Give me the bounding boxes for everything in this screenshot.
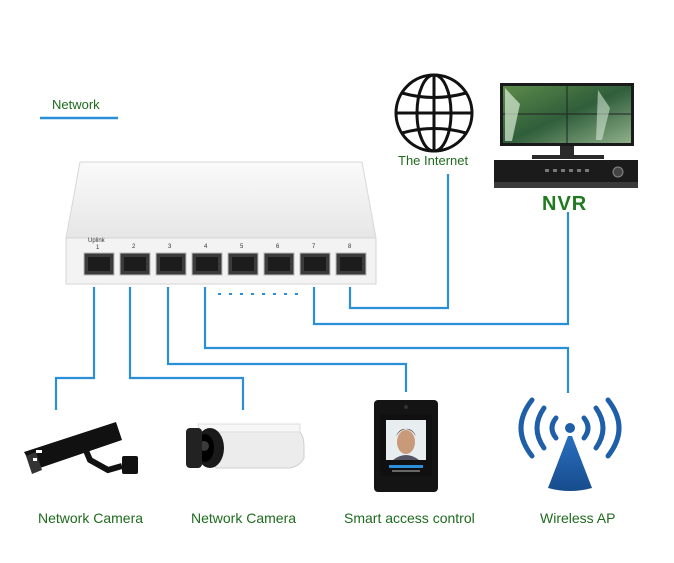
- legend-label: Network: [52, 97, 100, 112]
- cables: [54, 174, 570, 410]
- device-label-camera-2: Network Camera: [191, 510, 297, 526]
- cable-camera-1: [54, 287, 96, 410]
- port-number: 5: [240, 244, 244, 250]
- internet-label: The Internet: [398, 153, 469, 168]
- port-number: 1: [96, 245, 100, 251]
- box-camera-icon: [186, 423, 305, 469]
- port-number: 7: [312, 244, 316, 250]
- cable-access-control: [166, 287, 408, 392]
- ethernet-port-socket: [124, 257, 146, 271]
- ethernet-port-socket: [232, 257, 254, 271]
- cable-internet: [348, 174, 450, 310]
- ethernet-port-socket: [88, 257, 110, 271]
- ethernet-port-socket: [160, 257, 182, 271]
- monitor-icon: [494, 83, 638, 188]
- port-number: 6: [276, 244, 280, 250]
- ethernet-port-socket: [268, 257, 290, 271]
- device-label-access-control: Smart access control: [344, 510, 475, 526]
- globe-icon: [394, 73, 474, 153]
- cable-wireless-ap: [203, 287, 570, 393]
- network-switch: [65, 161, 377, 285]
- ethernet-port-socket: [304, 257, 326, 271]
- uplink-label: Uplink: [88, 238, 105, 244]
- switch-ports: [83, 252, 367, 276]
- nvr-label: NVR: [542, 193, 588, 215]
- port-number: 2: [132, 244, 136, 250]
- cable-nvr: [312, 212, 570, 326]
- device-label-wireless-ap: Wireless AP: [540, 510, 616, 526]
- ethernet-port-socket: [340, 257, 362, 271]
- ethernet-port-socket: [196, 257, 218, 271]
- face-terminal-icon: [374, 400, 438, 492]
- bullet-camera-icon: [24, 422, 138, 474]
- cable-camera-2: [128, 287, 245, 410]
- port-number: 8: [348, 244, 352, 250]
- port-number: 4: [204, 244, 208, 250]
- wifi-icon: [518, 397, 622, 491]
- device-label-camera-1: Network Camera: [38, 510, 144, 526]
- port-number: 3: [168, 244, 172, 250]
